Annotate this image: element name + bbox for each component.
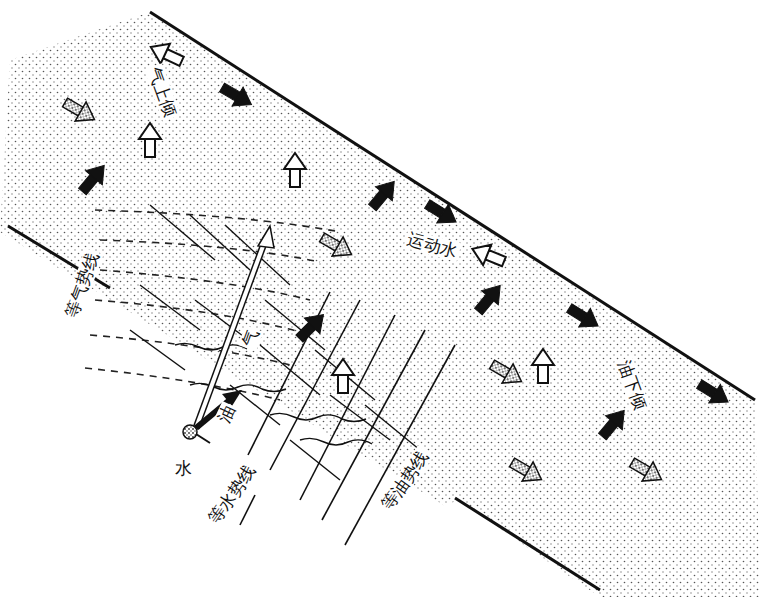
gas-equipotential [85, 210, 340, 400]
water-arrows [74, 78, 734, 444]
bed-bottom [8, 226, 600, 590]
bed-top [150, 12, 755, 400]
water-vector-label: 水 [173, 459, 194, 478]
force-vectors [183, 226, 274, 443]
water-potential-label: 等水势线 [204, 459, 261, 529]
oil-equipotential [130, 205, 420, 480]
gas-arrows [139, 37, 554, 393]
contact-lines [175, 343, 372, 445]
oil-arrows [60, 93, 667, 489]
oil-vector-label: 油 [213, 401, 239, 428]
stippled-bed [0, 12, 760, 597]
